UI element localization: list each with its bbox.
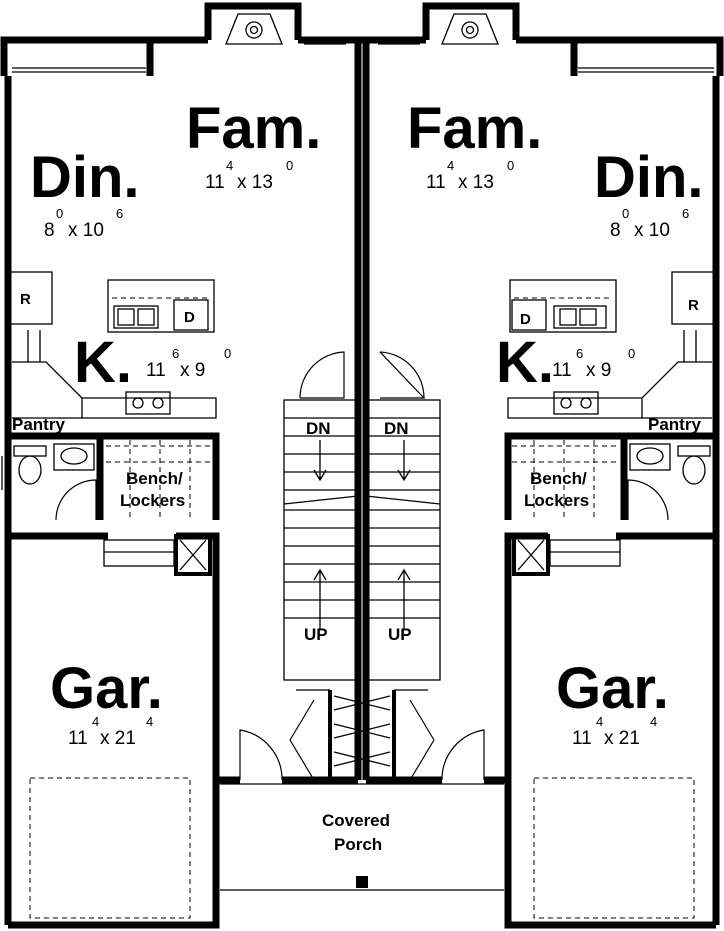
garage-door-left: [29, 777, 191, 919]
stairs-right-dn: DN: [384, 419, 409, 438]
din-left-sup-a: 0: [56, 206, 63, 221]
stair-doors: [299, 351, 426, 399]
gar-right-dim-a: 11: [572, 728, 592, 749]
fam-right-dim-a: 11: [426, 172, 446, 193]
bench-left-line1: Bench/: [126, 469, 183, 488]
kit-left-sup-b: 0: [224, 346, 231, 361]
bench-right-line2: Lockers: [524, 491, 589, 510]
fam-left-dim-b: x 13: [237, 172, 273, 193]
side-windows: [1, 456, 719, 490]
gar-right-sup-b: 4: [650, 714, 657, 729]
fireplace-left: [204, 2, 302, 45]
refrigerator-right-label: R: [688, 297, 699, 314]
bench-left-line2: Lockers: [120, 491, 185, 510]
fam-left-name: Fam.: [186, 96, 321, 161]
pantry-left-label: Pantry: [12, 415, 65, 434]
kitchen-left-counters: [9, 271, 217, 419]
fam-right-dim-b: x 13: [458, 172, 494, 193]
din-left-sup-b: 6: [116, 206, 123, 221]
fam-left-sup-b: 0: [286, 158, 293, 173]
top-walls: [0, 36, 724, 76]
kit-left-dim-b: x 9: [180, 360, 205, 381]
dishwasher-left-label: D: [184, 309, 195, 326]
kit-right-sup-a: 6: [576, 346, 583, 361]
garage-door-right: [533, 777, 695, 919]
bench-right-line1: Bench/: [530, 469, 587, 488]
entry-doors: [239, 729, 485, 781]
powder-left: [13, 440, 212, 567]
stairs-left-dn: DN: [306, 419, 331, 438]
kit-left-sup-a: 6: [172, 346, 179, 361]
kit-left-name: K.: [74, 330, 132, 395]
porch: [220, 689, 504, 891]
kit-right-dim-b: x 9: [586, 360, 611, 381]
gar-left-sup-b: 4: [146, 714, 153, 729]
porch-line2: Porch: [334, 835, 382, 854]
din-right-name: Din.: [594, 145, 704, 210]
kit-left-dim-a: 11: [146, 360, 166, 381]
pantry-right-label: Pantry: [648, 415, 701, 434]
gar-left-name: Gar.: [50, 656, 163, 721]
stairs-left: [283, 399, 359, 681]
porch-line1: Covered: [322, 811, 390, 830]
fam-right-sup-b: 0: [507, 158, 514, 173]
din-left-dim-b: x 10: [68, 220, 104, 241]
gar-left-sup-a: 4: [92, 714, 99, 729]
fam-left-dim-a: 11: [205, 172, 225, 193]
din-left-name: Din.: [30, 145, 140, 210]
kit-right-name: K.: [496, 330, 554, 395]
gar-left-dim-a: 11: [68, 728, 88, 749]
fam-right-sup-a: 4: [447, 158, 454, 173]
din-right-sup-a: 0: [622, 206, 629, 221]
din-right-dim-a: 8: [610, 220, 621, 241]
din-left-dim-a: 8: [44, 220, 55, 241]
fam-left-sup-a: 4: [226, 158, 233, 173]
stairs-right-up: UP: [388, 625, 412, 644]
gar-right-sup-a: 4: [596, 714, 603, 729]
din-right-sup-b: 6: [682, 206, 689, 221]
din-right-dim-b: x 10: [634, 220, 670, 241]
stairs-right: [365, 399, 441, 681]
fireplace-right: [422, 2, 520, 45]
refrigerator-left-label: R: [20, 291, 31, 308]
gar-right-dim-b: x 21: [604, 728, 640, 749]
powder-right: [512, 440, 711, 567]
gar-left-dim-b: x 21: [100, 728, 136, 749]
kitchen-right-counters: [507, 271, 715, 419]
dishwasher-right-label: D: [520, 311, 531, 328]
fam-right-name: Fam.: [407, 96, 542, 161]
gar-right-name: Gar.: [556, 656, 669, 721]
kit-right-sup-b: 0: [628, 346, 635, 361]
kit-right-dim-a: 11: [552, 360, 572, 381]
stairs-left-up: UP: [304, 625, 328, 644]
